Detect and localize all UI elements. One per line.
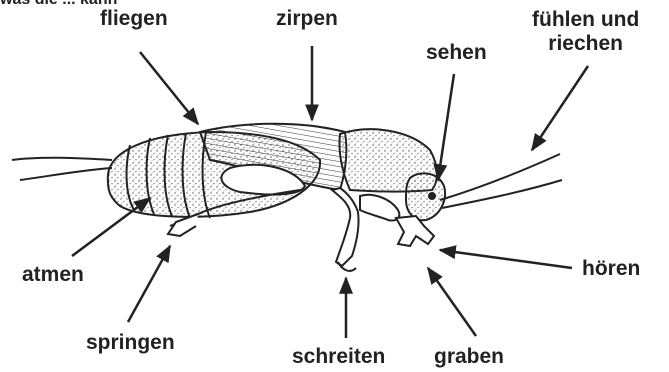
- label-fliegen: fliegen: [100, 8, 168, 29]
- label-springen: springen: [86, 332, 175, 353]
- antennae: [440, 154, 562, 208]
- middle-leg: [332, 188, 359, 271]
- arrow-atmen: [72, 198, 150, 256]
- label-schreiten: schreiten: [292, 346, 385, 367]
- arrow-graben: [428, 268, 476, 336]
- label-sehen: sehen: [426, 42, 487, 63]
- label-zirpen: zirpen: [276, 8, 338, 29]
- head: [406, 173, 445, 220]
- label-graben: graben: [434, 346, 504, 367]
- arrow-fuehlen: [532, 66, 588, 150]
- arrow-hoeren: [440, 250, 572, 268]
- arrow-springen: [128, 246, 170, 322]
- cerci: [12, 158, 112, 180]
- arrow-sehen: [438, 74, 454, 180]
- compound-eye: [428, 192, 436, 200]
- label-atmen: atmen: [22, 264, 84, 285]
- label-hoeren: hören: [582, 258, 640, 279]
- label-fuehlen-und-riechen: fühlen und riechen: [532, 8, 639, 56]
- arrow-fliegen: [140, 52, 198, 124]
